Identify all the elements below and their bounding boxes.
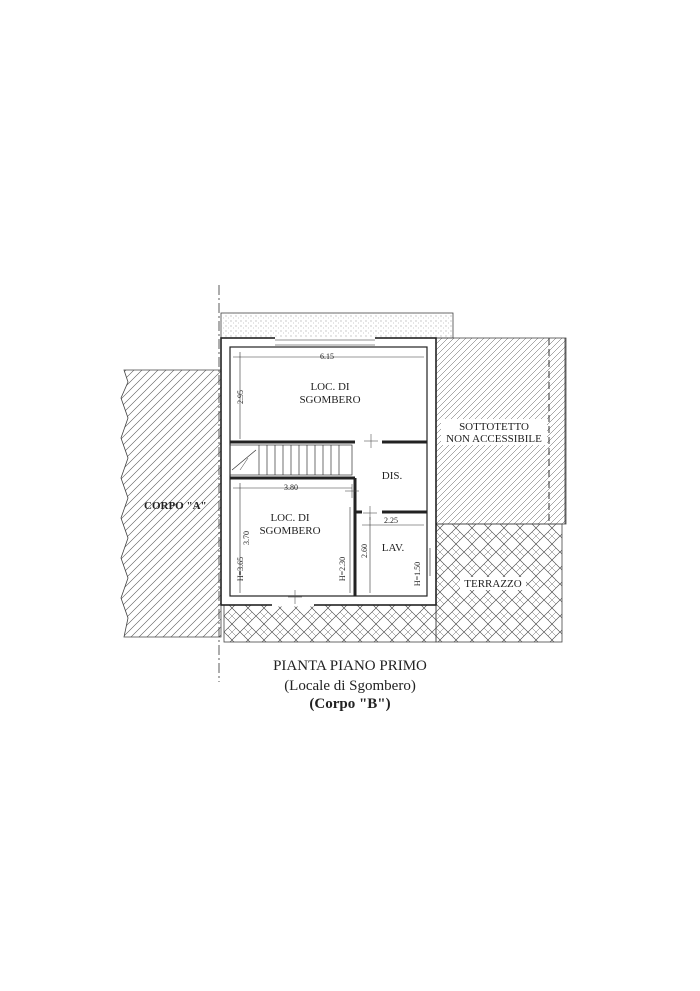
room-top-label-1: LOC. DI bbox=[310, 381, 349, 393]
bottom-terrace-strip bbox=[223, 604, 437, 643]
caption-body: (Corpo "B") bbox=[309, 696, 391, 712]
dis-label: DIS. bbox=[382, 470, 403, 482]
terrazzo-label-bg bbox=[460, 577, 526, 590]
sottotetto-label-2: NON ACCESSIBILE bbox=[446, 433, 542, 445]
dim-lav-height: 2.60 bbox=[360, 544, 369, 558]
caption-title: PIANTA PIANO PRIMO bbox=[273, 658, 427, 674]
dim-h-lav: H=1.50 bbox=[413, 562, 422, 586]
caption-subtitle: (Locale di Sgombero) bbox=[284, 678, 416, 694]
outer-walls bbox=[220, 337, 437, 606]
dimension-lines bbox=[233, 352, 424, 593]
corpo-a-label: CORPO "A" bbox=[144, 500, 207, 512]
dim-h-left: H=3.65 bbox=[236, 557, 245, 581]
staircase bbox=[229, 444, 353, 476]
dim-h-mid: H=2.30 bbox=[338, 557, 347, 581]
dim-lav-width: 2.25 bbox=[384, 516, 398, 525]
sottotetto-label-1: SOTTOTETTO bbox=[459, 421, 529, 433]
sottotetto-label-bg bbox=[441, 419, 547, 445]
dim-top-height: 2.95 bbox=[236, 390, 245, 404]
terrazzo-label: TERRAZZO bbox=[464, 578, 521, 590]
dim-mid-width: 3.80 bbox=[284, 483, 298, 492]
room-bottom-label-1: LOC. DI bbox=[270, 512, 309, 524]
center-marks bbox=[288, 434, 378, 604]
room-bottom-label-2: SGOMBERO bbox=[259, 525, 320, 537]
roof-strip bbox=[220, 312, 454, 339]
corpo-a-area bbox=[120, 369, 222, 638]
dim-top-width: 6.15 bbox=[320, 352, 334, 361]
room-top-label-2: SGOMBERO bbox=[299, 394, 360, 406]
dim-bottom-height: 3.70 bbox=[242, 531, 251, 545]
lav-label: LAV. bbox=[382, 542, 405, 554]
